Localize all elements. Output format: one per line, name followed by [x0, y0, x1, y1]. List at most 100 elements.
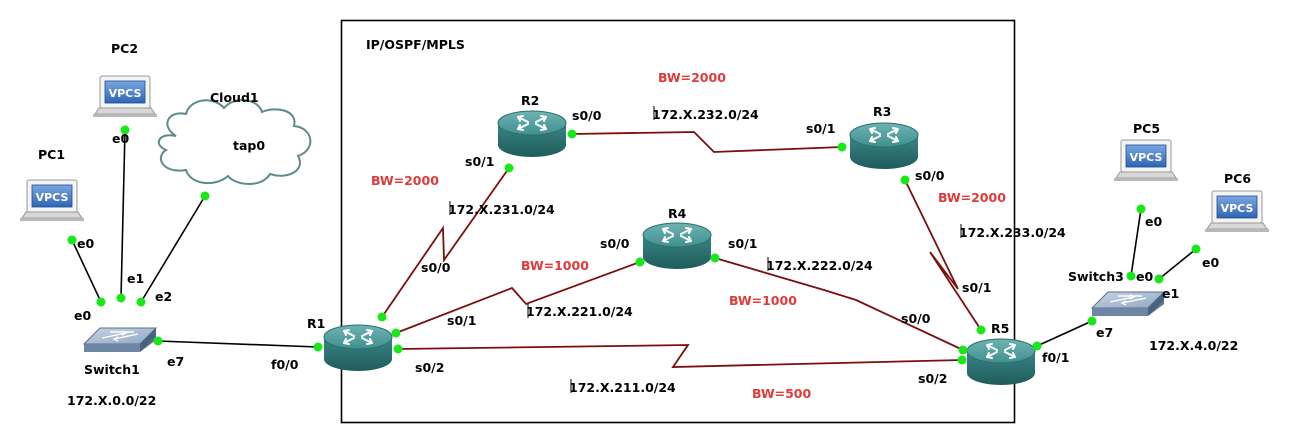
- router-r2[interactable]: [497, 110, 567, 158]
- area-title: IP/OSPF/MPLS: [366, 37, 465, 52]
- link-r5-switch3[interactable]: [1036, 320, 1093, 347]
- port-dot: [377, 312, 387, 322]
- r4-s01-label: s0/1: [728, 236, 757, 251]
- router-r3[interactable]: [849, 122, 919, 170]
- sw1-e0-label: e0: [74, 308, 91, 323]
- subnet-r1-r5: 172.X.211.0/24: [569, 380, 676, 395]
- port-dot: [1191, 244, 1201, 254]
- pc1-e0-label: e0: [77, 236, 94, 251]
- mpls-area-frame: [340, 19, 1016, 424]
- port-dot: [567, 129, 577, 139]
- port-dot: [116, 293, 126, 303]
- switch1-node[interactable]: [83, 327, 157, 353]
- port-dot: [1032, 341, 1042, 351]
- subnet-lan-right: 172.X.4.0/22: [1149, 338, 1238, 353]
- cloud-icon: [157, 99, 312, 185]
- subnet-markers: [449, 106, 962, 393]
- r2-s01-label: s0/1: [465, 154, 494, 169]
- sw1-e7-label: e7: [167, 354, 184, 369]
- pc2-e0-label: e0: [112, 131, 129, 146]
- subnet-r1-r4: 172.X.221.0/24: [526, 304, 633, 319]
- r4-s00-label: s0/0: [600, 236, 630, 251]
- bw-r1-r5: BW=500: [752, 386, 812, 401]
- switch3-node[interactable]: [1091, 291, 1165, 317]
- subnet-r3-r5: 172.X.233.0/24: [959, 225, 1066, 240]
- pc6-screen-text: VPCS: [1221, 202, 1254, 215]
- link-pc6-switch3[interactable]: [1158, 248, 1197, 280]
- port-dot: [200, 191, 210, 201]
- pc5-label: PC5: [1133, 121, 1160, 136]
- router-r4[interactable]: [642, 222, 712, 270]
- bw-r3-r5: BW=2000: [938, 190, 1006, 205]
- port-dot: [504, 163, 514, 173]
- r5-f01-label: f0/1: [1042, 350, 1069, 365]
- port-dot: [976, 325, 986, 335]
- subnet-lan-left: 172.X.0.0/22: [67, 393, 156, 408]
- r1-s01-label: s0/1: [447, 313, 476, 328]
- port-dot: [1087, 316, 1097, 326]
- pc5-node[interactable]: VPCS: [1113, 139, 1179, 182]
- port-dot: [120, 125, 130, 135]
- router-r5[interactable]: [966, 338, 1036, 386]
- port-dot: [1126, 271, 1136, 281]
- pc1-node[interactable]: VPCS: [19, 179, 85, 222]
- cloud1-label: Cloud1: [210, 90, 259, 105]
- bw-r2-r3: BW=2000: [658, 70, 726, 85]
- port-dot: [1136, 204, 1146, 214]
- port-dots: [67, 125, 1201, 365]
- switch-icon: [1091, 291, 1165, 317]
- link-pc5-switch3[interactable]: [1130, 208, 1142, 277]
- router-icon: [497, 110, 567, 158]
- r3-s00-label: s0/0: [915, 168, 945, 183]
- port-dot: [136, 297, 146, 307]
- bw-r4-r5: BW=1000: [729, 293, 797, 308]
- link-r4-r5[interactable]: [714, 257, 964, 351]
- router-icon: [642, 222, 712, 270]
- router-r1[interactable]: [323, 324, 393, 372]
- bw-r1-r4: BW=1000: [521, 258, 589, 273]
- subnet-r2-r3: 172.X.232.0/24: [652, 107, 759, 122]
- pc5-e0-label: e0: [1145, 214, 1162, 229]
- router-icon: [849, 122, 919, 170]
- link-r3-r5[interactable]: [904, 179, 982, 331]
- r3-s01-label: s0/1: [806, 121, 835, 136]
- pc2-node[interactable]: VPCS: [92, 75, 158, 118]
- r5-s02-label: s0/2: [918, 371, 947, 386]
- link-r1-r2[interactable]: [381, 167, 510, 318]
- pc6-e0-label: e0: [1202, 255, 1219, 270]
- sw3-e0-label: e0: [1136, 269, 1153, 284]
- pc1-screen-text: VPCS: [36, 191, 69, 204]
- pc6-node[interactable]: VPCS: [1204, 190, 1270, 233]
- pc2-screen-text: VPCS: [109, 87, 142, 100]
- link-r1-r4[interactable]: [395, 261, 641, 334]
- link-switch1-r1[interactable]: [157, 340, 319, 348]
- link-r1-r5[interactable]: [397, 344, 963, 368]
- r5-s00-label: s0/0: [901, 311, 931, 326]
- pc2-label: PC2: [111, 41, 138, 56]
- port-dot: [837, 142, 847, 152]
- port-dot: [710, 253, 720, 263]
- cloud1-node[interactable]: Cloud1 tap0: [157, 90, 312, 185]
- link-pc2-switch1[interactable]: [120, 129, 126, 299]
- link-r2-r3[interactable]: [571, 131, 843, 153]
- r1-f00-label: f0/0: [271, 357, 299, 372]
- r1-s02-label: s0/2: [415, 360, 444, 375]
- ethernet-links: [71, 129, 1197, 348]
- switch3-label: Switch3: [1068, 269, 1124, 284]
- port-dot: [313, 342, 323, 352]
- switch-icon: [83, 327, 157, 353]
- link-cloud1-switch1[interactable]: [140, 195, 206, 303]
- r2-label: R2: [521, 93, 539, 108]
- port-dot: [391, 328, 401, 338]
- port-dot: [1154, 274, 1164, 284]
- r5-label: R5: [991, 321, 1009, 336]
- serial-links: [381, 131, 982, 368]
- sw1-e1-label: e1: [127, 271, 144, 286]
- router-icon: [966, 338, 1036, 386]
- subnet-r4-r5: 172.X.222.0/24: [766, 258, 873, 273]
- r1-label: R1: [307, 316, 325, 331]
- r5-s01-label: s0/1: [962, 280, 991, 295]
- link-pc1-switch1[interactable]: [71, 239, 102, 303]
- port-dot: [900, 175, 910, 185]
